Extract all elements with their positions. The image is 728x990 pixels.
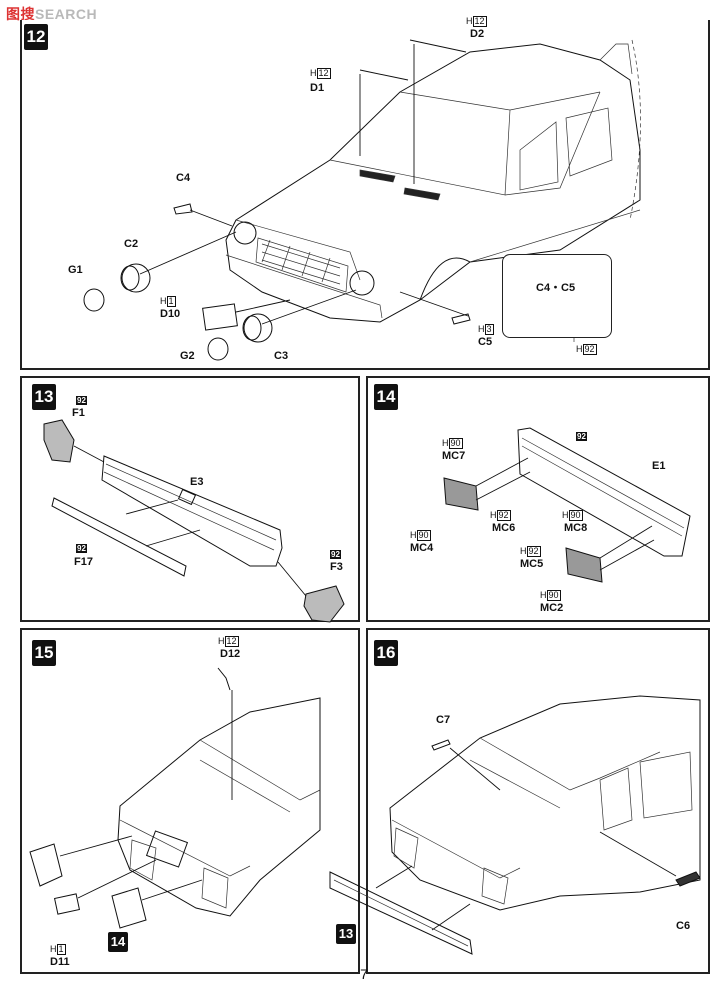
car-body-front-drawing [225,39,641,323]
label-f17: F17 [74,556,93,568]
label-mc5: MC5 [520,558,544,570]
label-c4: C4 [176,172,191,184]
e1-color-code: 92 [576,432,587,441]
step-16-panel [366,628,710,974]
step-number-12: 12 [24,24,48,50]
step-15-panel [20,628,360,974]
label-c6: C6 [676,920,691,932]
label-f1: F1 [72,407,85,419]
label-g2: G2 [180,350,195,362]
label-d2: D2 [470,28,485,40]
page-number: 7 [360,966,368,982]
label-c2: C2 [124,238,139,250]
label-mc7: MC7 [442,450,466,462]
label-c3: C3 [274,350,289,362]
watermark-part1: 图 [6,6,21,22]
callout-title: C4・C5 [536,282,576,294]
label-mc2: MC2 [540,602,564,614]
car-rear-drawing-step15 [29,667,321,929]
label-mc8: MC8 [564,522,588,534]
step-number-16: 16 [374,640,398,666]
car-rear-drawing-step16 [329,695,701,955]
label-c5: C5 [478,336,493,348]
label-d1: D1 [310,82,325,94]
label-e3: E3 [190,476,204,488]
headlight-parts [83,203,471,361]
f1-color-code: 92 [76,396,87,405]
label-g1: G1 [68,264,83,276]
watermark-part2: 搜 [20,6,35,22]
label-d10: D10 [160,308,181,320]
step-number-14: 14 [374,384,398,410]
step-14-panel [366,376,710,622]
label-f3: F3 [330,561,343,573]
step-number-15: 15 [32,640,56,666]
step-number-13: 13 [32,384,56,410]
watermark-part3: SEARCH [35,6,98,22]
callout-c4-c5 [502,254,612,338]
step-reference-13: 13 [336,924,356,944]
step-reference-14: 14 [108,932,128,952]
label-d11: D11 [50,956,70,968]
wiper-parts [359,39,467,184]
watermark: 图搜SEARCH [6,4,97,24]
f17-color-code: 92 [76,544,87,553]
label-mc4: MC4 [410,542,434,554]
label-e1: E1 [652,460,666,472]
rear-bumper-drawing [43,419,345,623]
step-13-panel [20,376,360,622]
label-mc6: MC6 [492,522,516,534]
rear-garnish-drawing [443,427,691,583]
label-c7: C7 [436,714,451,726]
f3-color-code: 92 [330,550,341,559]
label-d12: D12 [220,648,241,660]
